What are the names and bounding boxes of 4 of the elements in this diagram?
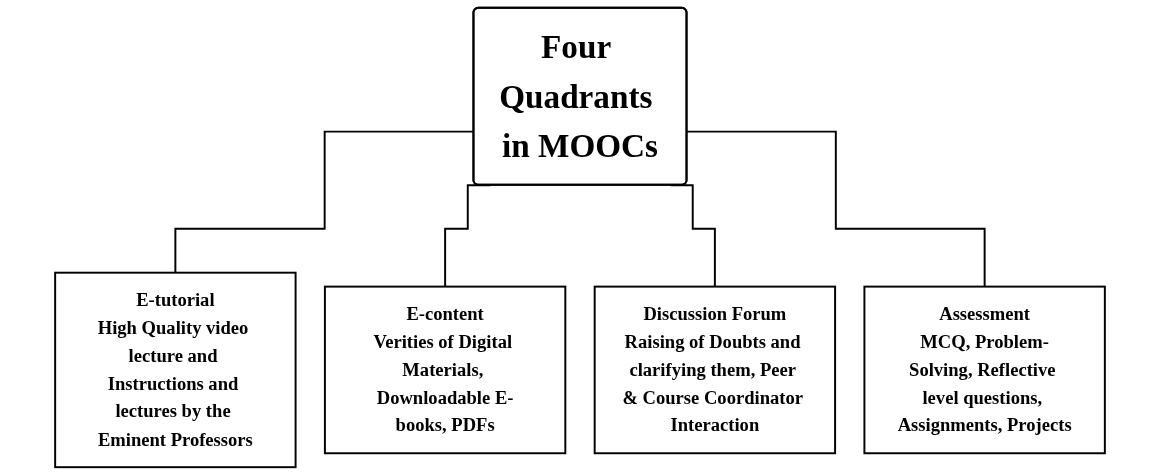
node-box: E-content Verities of Digital Materials, Downloadable E-books, PDFs	[323, 285, 566, 455]
node-box: Discussion Forum Raising of Doubts and clarifying them, Peer & Course Coordinator Interaction	[593, 285, 836, 455]
node-box: Assessment MCQ, Problem-Solving, Reflective level questions, Assignments, Projects	[862, 285, 1106, 455]
node-box: E-tutorial High Quality video lecture and Instructions and lectures by the Eminent Professors	[53, 271, 297, 469]
